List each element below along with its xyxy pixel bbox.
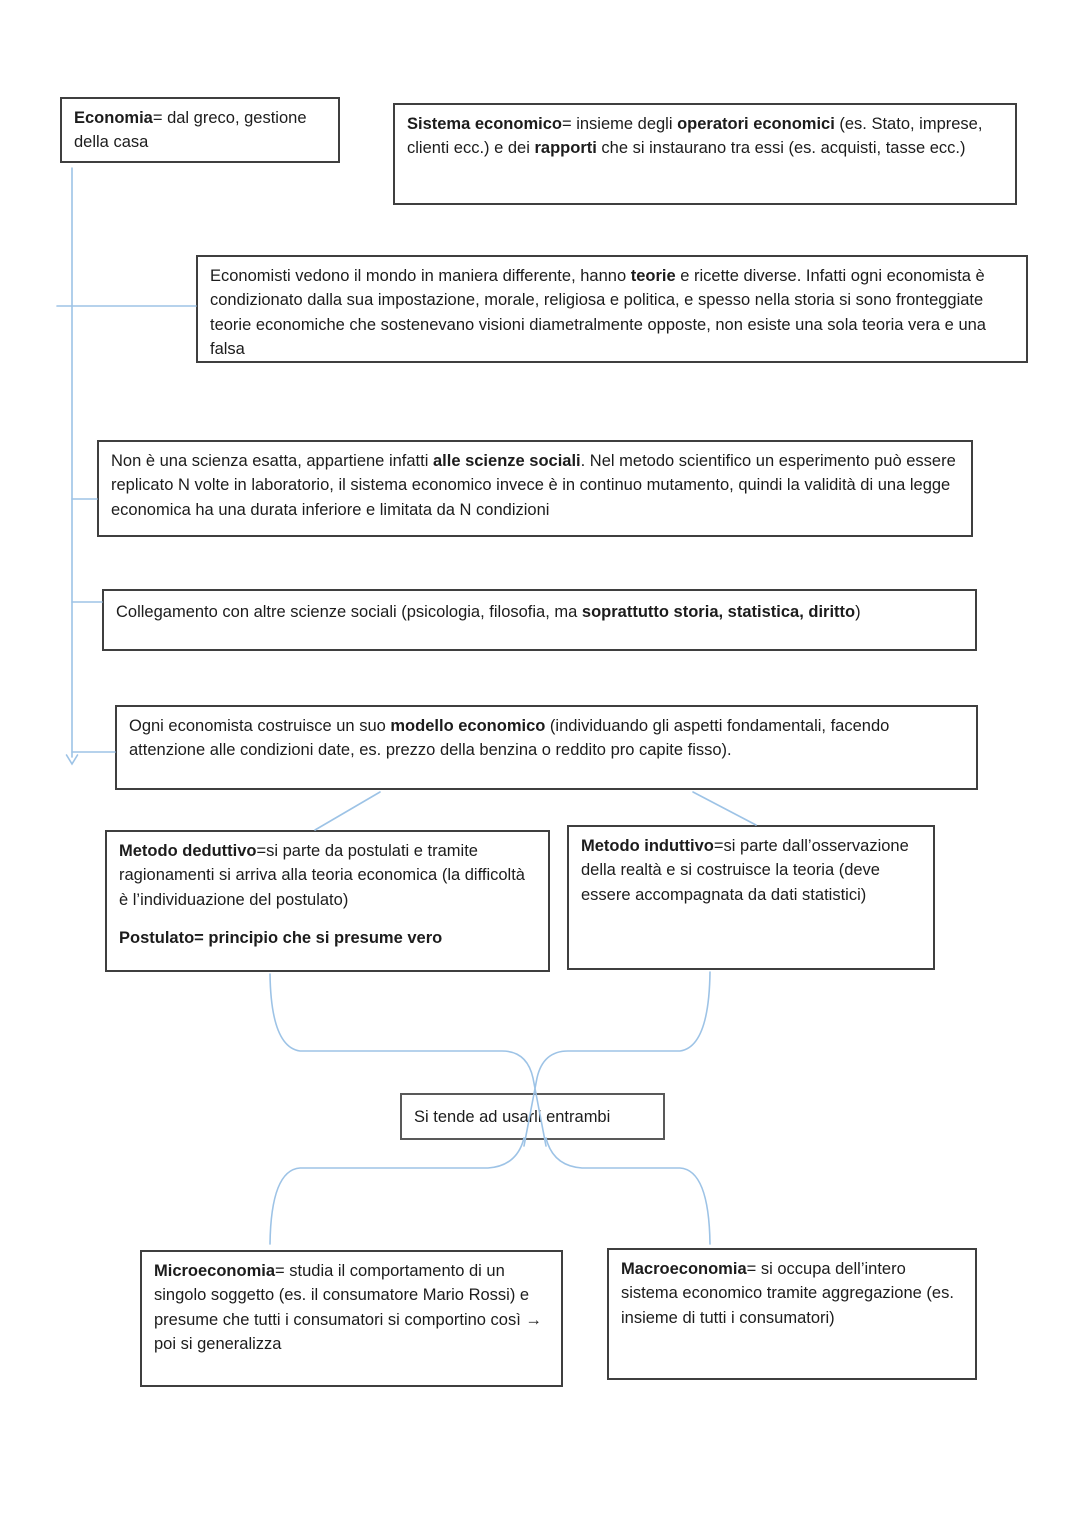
entrambi-box: Si tende ad usarli entrambi <box>400 1093 665 1140</box>
metodo-deduttivo-box: Metodo deduttivo=si parte da postulati e… <box>105 830 550 972</box>
economia-definition-box: Economia= dal greco, gestione della casa <box>60 97 340 163</box>
macroeconomia-box: Macroeconomia= si occupa dell’intero sis… <box>607 1248 977 1380</box>
down-arrow-icon <box>65 754 79 766</box>
modello-economico-box: Ogni economista costruisce un suo modell… <box>115 705 978 790</box>
funnel-bottom-right <box>545 1137 711 1245</box>
metodo-induttivo-box: Metodo induttivo=si parte dall’osservazi… <box>567 825 935 970</box>
microeconomia-box: Microeconomia= studia il comportamento d… <box>140 1250 563 1387</box>
funnel-bottom-left <box>269 1137 525 1245</box>
collegamento-scienze-box: Collegamento con altre scienze sociali (… <box>102 589 977 651</box>
diagonal-to-deduttivo <box>314 791 381 831</box>
diagonal-to-induttivo <box>692 791 757 826</box>
economisti-teorie-box: Economisti vedono il mondo in maniera di… <box>196 255 1028 363</box>
scienze-sociali-box: Non è una scienza esatta, appartiene inf… <box>97 440 973 537</box>
metodo-deduttivo-text: Metodo deduttivo=si parte da postulati e… <box>119 842 525 909</box>
sistema-economico-box: Sistema economico= insieme degli operato… <box>393 103 1017 205</box>
postulato-text: Postulato= principio che si presume vero <box>119 928 443 947</box>
